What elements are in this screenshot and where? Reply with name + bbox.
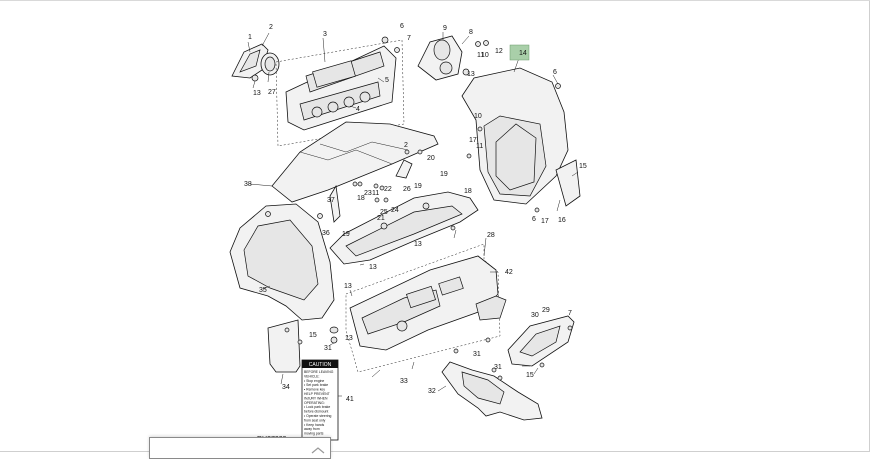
callout-label: 24 — [391, 207, 399, 214]
upper-dash-panel — [329, 191, 479, 265]
caution-line: from seat only — [304, 418, 326, 422]
callout-label: 13 — [253, 90, 261, 97]
callout-label: 29 — [542, 307, 550, 314]
caution-line: • Set park brake — [304, 383, 328, 387]
callout-label: 26 — [403, 186, 411, 193]
callout-label: 15 — [579, 163, 587, 170]
caution-line: moving parts — [304, 432, 324, 436]
fastener-cluster — [329, 149, 423, 223]
top-border — [0, 0, 870, 1]
callout-label: 9 — [443, 25, 447, 32]
callout-label: 15 — [526, 372, 534, 379]
callout-label: 6 — [553, 69, 557, 76]
left-fender-cover — [229, 203, 335, 321]
callout-label: 16 — [558, 217, 566, 224]
callout-label: 22 — [384, 186, 392, 193]
caution-line: VEHICLE: — [304, 374, 320, 378]
caution-line: • Stop engine — [304, 379, 324, 383]
caution-line: • Remove key — [304, 388, 325, 392]
callout-label: 42 — [505, 269, 513, 276]
callout-label: 13 — [414, 241, 422, 248]
callout-label: 36 — [322, 230, 330, 237]
rear-cover — [461, 57, 581, 213]
callout-label: 8 — [469, 29, 473, 36]
callout-label: 23 — [364, 190, 372, 197]
callout-label: 2 — [404, 142, 408, 149]
callout-label: 13 — [344, 283, 352, 290]
upper-dash-frame — [275, 36, 405, 147]
callout-label: 3 — [323, 31, 327, 38]
callout-label: 25 — [380, 209, 388, 216]
caution-heading: CAUTION — [309, 362, 332, 368]
callout-label: 12 — [495, 48, 503, 55]
callout-label: 27 — [268, 89, 276, 96]
glovebox — [507, 315, 575, 375]
callout-label: 13 — [467, 71, 475, 78]
callout-label: 13 — [369, 264, 377, 271]
callout-label: 11 — [476, 143, 483, 150]
caution-line: INJURY WHEN — [304, 396, 328, 400]
callout-label: 20 — [427, 155, 435, 162]
callout-label: 19 — [414, 183, 422, 190]
callout-label: 32 — [428, 388, 436, 395]
center-console — [437, 361, 543, 421]
caution-line: OPERATING: — [304, 401, 325, 405]
callout-label: 31 — [494, 364, 502, 371]
callout-label: 10 — [474, 113, 482, 120]
callout-label: 21 — [377, 215, 385, 222]
callout-label: 37 — [327, 197, 335, 204]
caution-line: • Keep hands — [304, 423, 325, 427]
callout-label: 33 — [400, 378, 408, 385]
callout-label: 31 — [324, 345, 332, 352]
callout-label: 35 — [259, 287, 267, 294]
caution-line: BEFORE LEAVING — [304, 370, 334, 374]
callout-label: 5 — [385, 77, 389, 84]
highlight-callout-14 — [509, 44, 530, 61]
callout-label: 11 — [477, 52, 484, 59]
caution-line: before dismount — [304, 410, 328, 414]
bracket-assembly — [231, 32, 280, 89]
callout-label: 41 — [346, 396, 354, 403]
callout-label: 6 — [400, 23, 404, 30]
center-roof-panel — [249, 121, 439, 203]
callout-label: 10 — [481, 52, 489, 59]
chevron-up-icon[interactable] — [308, 446, 328, 456]
callout-label: 34 — [282, 384, 290, 391]
callout-label: 7 — [568, 310, 572, 317]
callout-label: 4 — [356, 106, 360, 113]
caution-line: HELP PREVENT — [304, 392, 330, 396]
callout-label: 1 — [248, 34, 252, 41]
callout-label: 11 — [372, 190, 379, 197]
callout-label: 19 — [342, 231, 350, 238]
callout-label: 17 — [469, 137, 477, 144]
callout-label: 17 — [541, 218, 549, 225]
callout-label: 7 — [407, 35, 411, 42]
callout-label: 15 — [309, 332, 317, 339]
callout-label: 31 — [473, 351, 481, 358]
callout-label: 19 — [440, 171, 448, 178]
leader-lines — [349, 229, 530, 378]
callout-label: 14 — [519, 50, 527, 57]
speaker-bracket — [417, 32, 489, 81]
caution-line: • Operate steering — [304, 414, 331, 418]
callout-label: 18 — [464, 188, 472, 195]
callout-label: 6 — [532, 216, 536, 223]
callout-label: 30 — [531, 312, 539, 319]
callout-label: 18 — [357, 195, 365, 202]
bottom-popup-panel[interactable] — [149, 437, 331, 459]
caution-line: • Lock park brake — [304, 405, 330, 409]
callout-label: 2 — [269, 24, 273, 31]
callout-label: 28 — [487, 232, 495, 239]
lower-trim — [267, 319, 339, 385]
callout-label: 13 — [345, 335, 353, 342]
caution-line: away from — [304, 427, 320, 431]
main-dash-panel — [345, 237, 507, 373]
callout-label: 38 — [244, 181, 252, 188]
